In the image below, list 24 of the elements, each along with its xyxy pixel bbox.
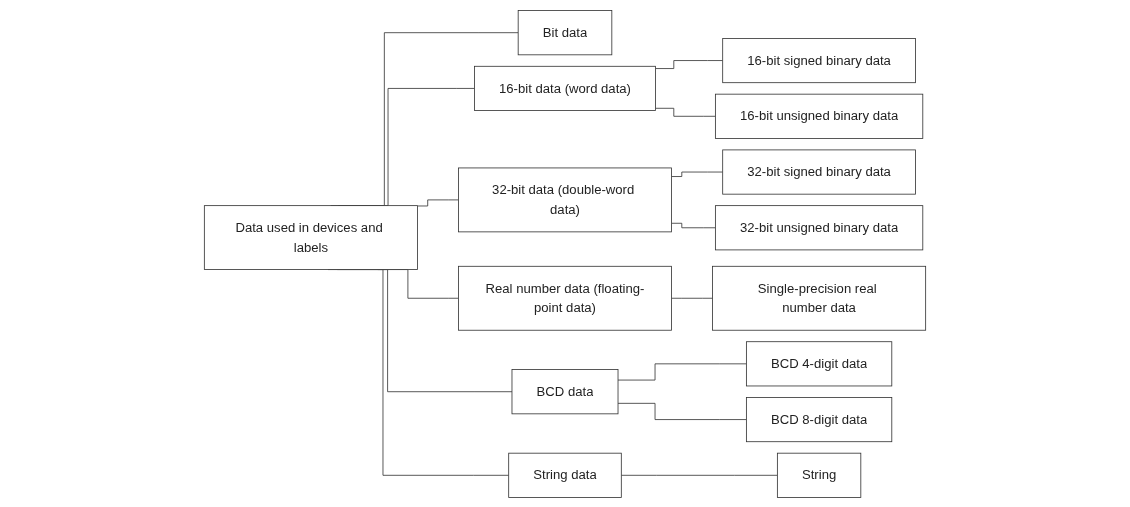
- node-box: Single-precision real number data: [712, 265, 927, 331]
- node-box: String: [776, 452, 862, 498]
- node-box: 32-bit signed binary data: [722, 149, 916, 195]
- node-box: 32-bit data (double-word data): [458, 167, 672, 232]
- node-box: 16-bit data (word data): [474, 65, 656, 111]
- node-box: Bit data: [517, 9, 613, 55]
- connector: [671, 297, 713, 299]
- node-box: Data used in devices and labels: [203, 204, 418, 270]
- connector: [671, 222, 716, 228]
- node-box: BCD data: [511, 368, 619, 414]
- node-box: String data: [508, 452, 622, 498]
- node-box: 16-bit unsigned binary data: [715, 93, 924, 139]
- connector: [617, 402, 747, 420]
- connector: [671, 171, 724, 177]
- node-box: 32-bit unsigned binary data: [715, 204, 924, 250]
- node-box: Real number data (floating-point data): [458, 265, 672, 331]
- node-box: 16-bit signed binary data: [722, 37, 916, 83]
- node-box: BCD 4-digit data: [746, 340, 893, 386]
- connector: [417, 199, 459, 206]
- connector: [655, 59, 724, 69]
- connector: [617, 362, 747, 380]
- node-box: BCD 8-digit data: [746, 396, 893, 442]
- connector: [620, 474, 778, 476]
- connector: [655, 107, 716, 117]
